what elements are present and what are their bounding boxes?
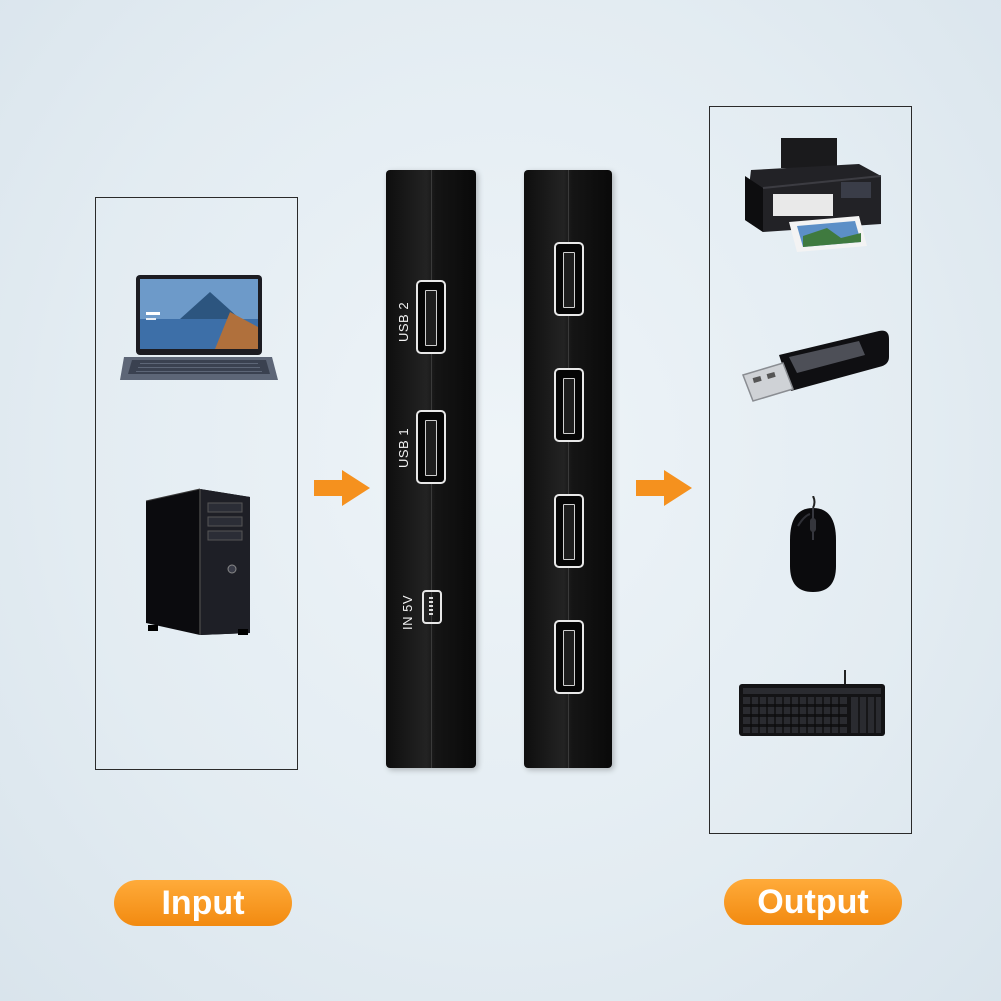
printer-icon: [745, 138, 882, 252]
desktop-tower-icon: [145, 488, 250, 635]
usb-hub-input-side: USB 2 USB 1 IN 5V: [386, 170, 476, 768]
usb-2-label: USB 2: [396, 301, 411, 342]
in-5v-label: IN 5V: [400, 594, 415, 630]
keyboard-icon: [739, 670, 885, 736]
usb-port-2[interactable]: [416, 280, 446, 354]
usb-output-port-3[interactable]: [554, 494, 584, 568]
usb-hub-output-side: [524, 170, 612, 768]
micro-usb-power-port[interactable]: [422, 590, 442, 624]
usb-port-1[interactable]: [416, 410, 446, 484]
laptop-icon: [120, 275, 278, 380]
usb-flash-drive-icon: [742, 330, 889, 402]
output-devices-frame: [709, 106, 912, 834]
input-devices-frame: [95, 197, 298, 770]
usb-output-port-2[interactable]: [554, 368, 584, 442]
mouse-icon: [790, 496, 836, 592]
usb-1-label: USB 1: [396, 427, 411, 468]
output-label: Output: [724, 879, 902, 925]
output-arrow-icon: [636, 470, 692, 506]
hub-seam: [568, 170, 569, 768]
usb-output-port-4[interactable]: [554, 620, 584, 694]
input-arrow-icon: [314, 470, 370, 506]
usb-output-port-1[interactable]: [554, 242, 584, 316]
input-label: Input: [114, 880, 292, 926]
